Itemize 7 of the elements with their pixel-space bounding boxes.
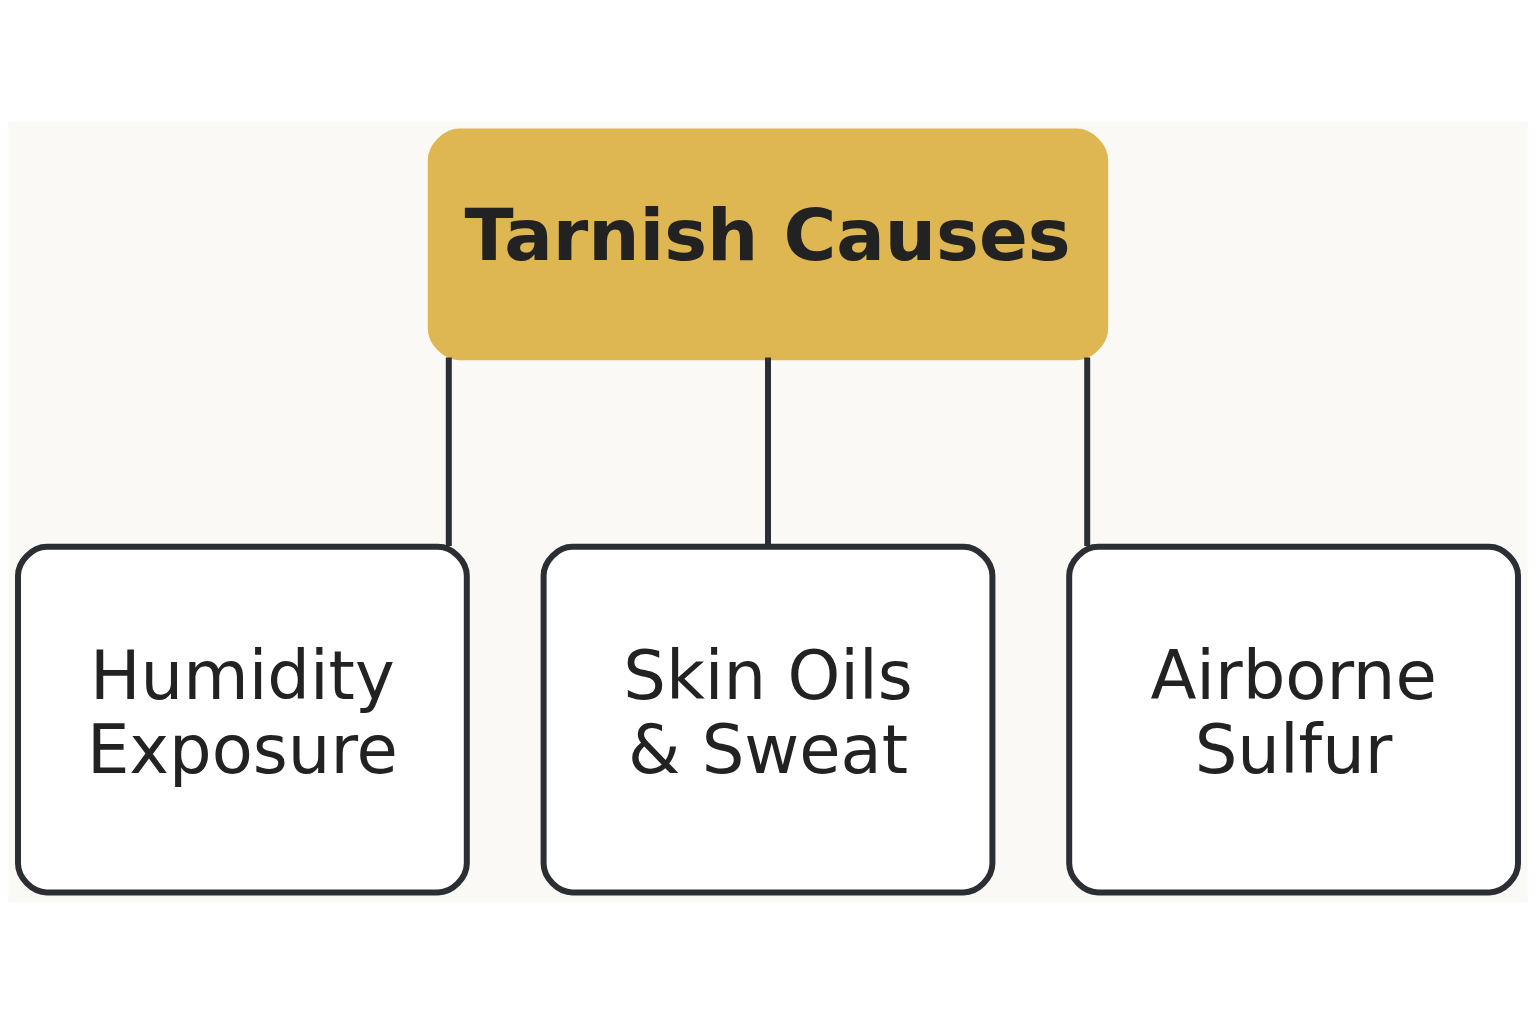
- connector: [1084, 357, 1091, 546]
- connector: [445, 357, 452, 546]
- node-box: Skin Oils & Sweat: [540, 543, 996, 896]
- connector: [765, 357, 771, 546]
- node-box: Airborne Sulfur: [1066, 543, 1521, 896]
- node-box: Tarnish Causes: [427, 128, 1109, 361]
- node-box: Humidity Exposure: [15, 543, 470, 896]
